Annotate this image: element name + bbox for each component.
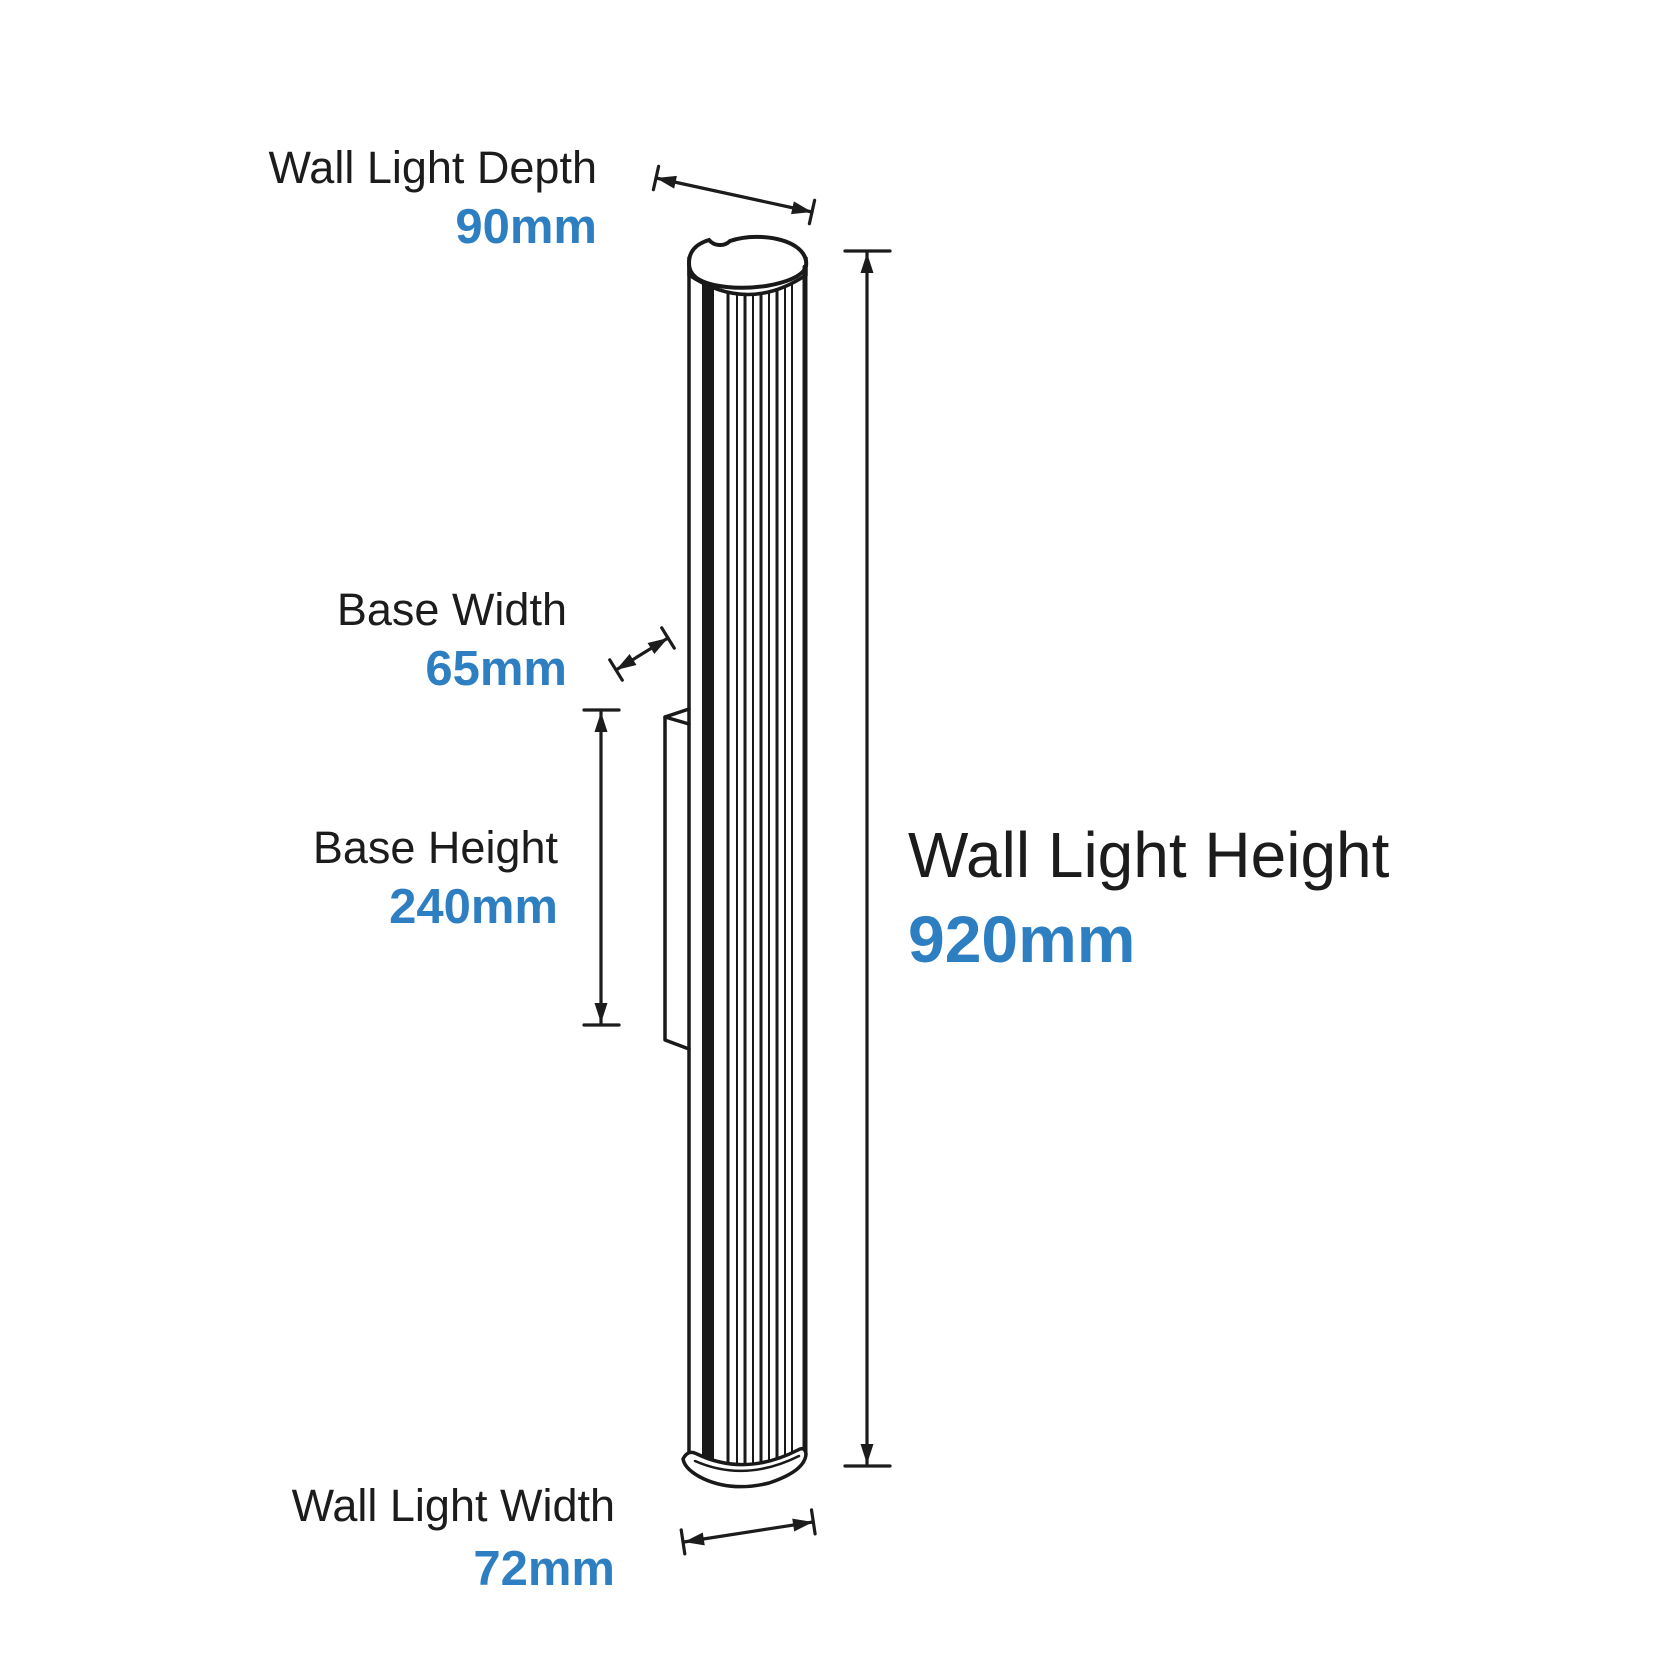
wall-light-height-value: 920mm <box>908 902 1136 976</box>
height-dimension-line <box>843 249 892 1468</box>
wall-light-height-label: Wall Light Height <box>908 819 1390 891</box>
base-height-dimension-line <box>582 708 621 1027</box>
wall-light-column <box>681 234 809 1489</box>
wall-light-width-value: 72mm <box>473 1542 615 1596</box>
wall-light-depth-value: 90mm <box>455 200 597 254</box>
bottom-cap <box>681 1446 808 1489</box>
wall-light-depth-label: Wall Light Depth <box>268 142 598 193</box>
base-width-label: Base Width <box>336 584 567 635</box>
wall-light-width-label: Wall Light Width <box>291 1480 615 1531</box>
base-width-dimension-arrow <box>608 626 676 682</box>
depth-dimension-arrow <box>651 164 817 226</box>
width-dimension-arrow <box>679 1508 817 1556</box>
base-width-value: 65mm <box>425 642 567 696</box>
base-height-value: 240mm <box>389 880 558 934</box>
base-height-label: Base Height <box>312 822 558 873</box>
mounting-base-plate <box>663 707 691 1051</box>
top-cap <box>686 234 809 290</box>
